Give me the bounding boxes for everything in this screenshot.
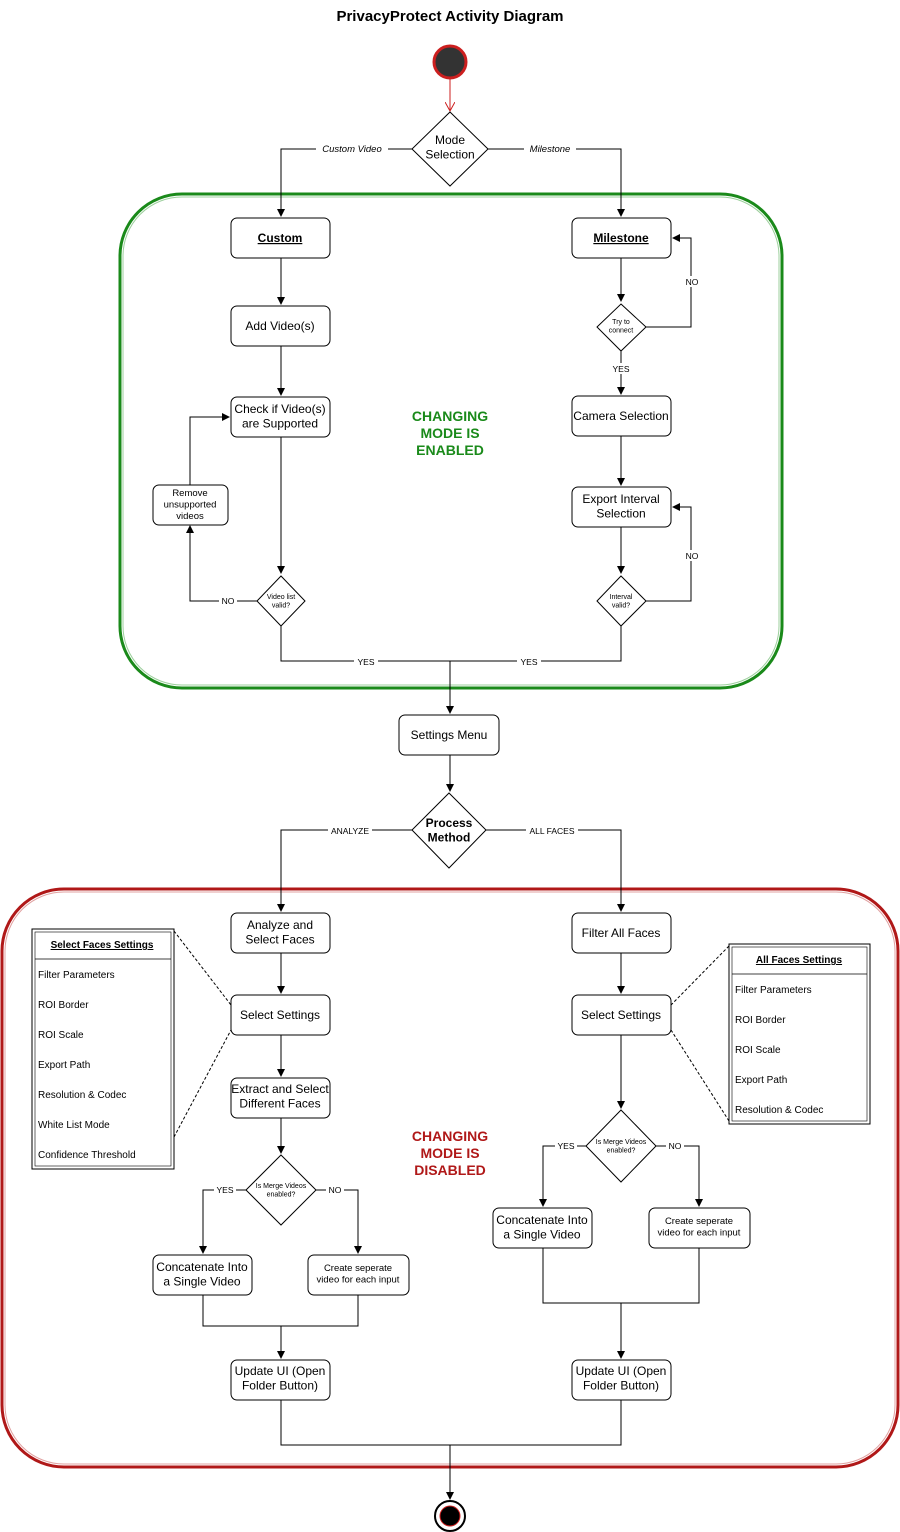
analyze-merge-decision [245,1154,317,1226]
mode-selection-decision [411,111,489,187]
milestone-no-label-1: NO [686,277,699,287]
label-milestone: Milestone [530,144,571,155]
milestone-yes-label-1: YES [612,364,629,374]
milestone-header-label: Milestone [593,231,649,245]
select-faces-setting-item: White List Mode [38,1120,110,1131]
camera-selection-label: Camera Selection [573,409,668,423]
milestone-yes-label-2: YES [520,657,537,667]
end-node-inner [439,1505,461,1527]
label-analyze: ANALYZE [331,826,369,836]
add-videos-label: Add Video(s) [245,319,314,333]
all-faces-setting-item: Export Path [735,1075,787,1086]
region-enabled [118,192,784,690]
select-faces-setting-item: ROI Border [38,1000,89,1011]
start-node [432,44,468,80]
label-all-faces: ALL FACES [529,826,574,836]
allfaces-merge-decision [585,1109,657,1183]
interval-valid-decision [596,575,647,627]
all-faces-setting-item: Resolution & Codec [735,1105,823,1116]
custom-yes-label: YES [357,657,374,667]
all-faces-settings-title: All Faces Settings [756,955,843,966]
allfaces-select-settings-label: Select Settings [581,1008,661,1022]
select-faces-setting-item: Export Path [38,1060,90,1071]
video-list-valid-decision [256,575,306,627]
settings-menu-node [398,714,500,756]
custom-no-label: NO [222,596,235,606]
diagram-title: PrivacyProtect Activity Diagram [336,8,563,25]
process-method-decision [411,792,487,869]
select-faces-setting-item: Filter Parameters [38,970,115,981]
allfaces-yes-label: YES [557,1141,574,1151]
settings-menu-label: Settings Menu [411,728,488,742]
all-faces-setting-item: Filter Parameters [735,985,812,996]
allfaces-no-label: NO [669,1141,682,1151]
check-supported-label: Check if Video(s)are Supported [234,402,325,431]
analyze-no-label: NO [329,1185,342,1195]
all-faces-setting-item: ROI Border [735,1015,786,1026]
label-custom-video: Custom Video [322,144,382,155]
filter-all-faces-label: Filter All Faces [582,926,661,940]
analyze-select-settings-label: Select Settings [240,1008,320,1022]
all-faces-settings-panel: All Faces Settings Filter ParametersROI … [728,943,871,1125]
select-faces-setting-item: Resolution & Codec [38,1090,126,1101]
all-faces-setting-item: ROI Scale [735,1045,781,1056]
select-faces-setting-item: ROI Scale [38,1030,84,1041]
custom-header-label: Custom [258,231,303,245]
select-faces-setting-item: Confidence Threshold [38,1150,136,1161]
select-faces-settings-panel: Select Faces Settings Filter ParametersR… [31,928,175,1170]
milestone-no-label-2: NO [686,551,699,561]
analyze-yes-label: YES [216,1185,233,1195]
select-faces-settings-title: Select Faces Settings [51,940,154,951]
